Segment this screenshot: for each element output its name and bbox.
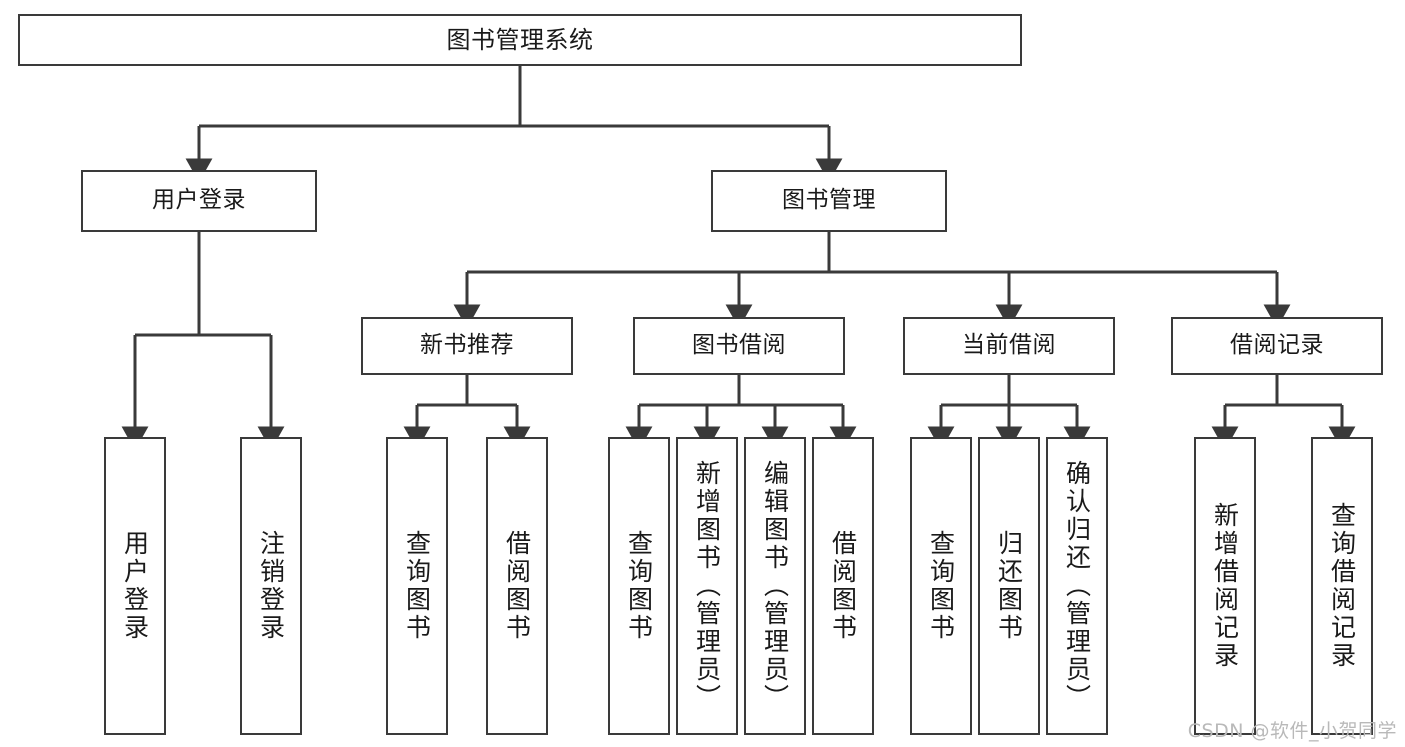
node-leaf-query-book-2-label: 查询图书 xyxy=(624,530,654,642)
node-leaf-logout[interactable]: 注销登录 xyxy=(240,437,302,735)
node-leaf-add-record[interactable]: 新增借阅记录 xyxy=(1194,437,1256,735)
node-leaf-query-book-1[interactable]: 查询图书 xyxy=(386,437,448,735)
node-leaf-query-record-label: 查询借阅记录 xyxy=(1327,502,1357,670)
node-leaf-return-book-label: 归还图书 xyxy=(994,530,1024,642)
node-current-borrow[interactable]: 当前借阅 xyxy=(903,317,1115,375)
node-leaf-query-book-2[interactable]: 查询图书 xyxy=(608,437,670,735)
node-new-book-recommend[interactable]: 新书推荐 xyxy=(361,317,573,375)
node-current-borrow-label: 当前借阅 xyxy=(962,332,1056,359)
node-leaf-user-login-label: 用户登录 xyxy=(120,530,150,642)
node-leaf-query-book-1-label: 查询图书 xyxy=(402,530,432,642)
node-root[interactable]: 图书管理系统 xyxy=(18,14,1022,66)
node-leaf-borrow-book-2-label: 借阅图书 xyxy=(828,530,858,642)
node-book-borrow[interactable]: 图书借阅 xyxy=(633,317,845,375)
node-leaf-borrow-book-1[interactable]: 借阅图书 xyxy=(486,437,548,735)
node-new-book-recommend-label: 新书推荐 xyxy=(420,332,514,359)
node-leaf-add-book[interactable]: 新增图书（管理员） xyxy=(676,437,738,735)
node-leaf-edit-book-label: 编辑图书（管理员） xyxy=(760,460,790,712)
node-borrow-record-label: 借阅记录 xyxy=(1230,332,1324,359)
node-book-borrow-label: 图书借阅 xyxy=(692,332,786,359)
node-leaf-add-book-label: 新增图书（管理员） xyxy=(692,460,722,712)
node-user-login[interactable]: 用户登录 xyxy=(81,170,317,232)
node-leaf-confirm-return[interactable]: 确认归还（管理员） xyxy=(1046,437,1108,735)
node-leaf-edit-book[interactable]: 编辑图书（管理员） xyxy=(744,437,806,735)
node-user-login-label: 用户登录 xyxy=(152,187,246,214)
node-leaf-logout-label: 注销登录 xyxy=(256,530,286,642)
csdn-watermark: CSDN @软件_小贺同学 xyxy=(1187,720,1397,742)
node-leaf-query-record[interactable]: 查询借阅记录 xyxy=(1311,437,1373,735)
node-book-manage[interactable]: 图书管理 xyxy=(711,170,947,232)
node-leaf-borrow-book-2[interactable]: 借阅图书 xyxy=(812,437,874,735)
node-borrow-record[interactable]: 借阅记录 xyxy=(1171,317,1383,375)
node-leaf-query-book-3[interactable]: 查询图书 xyxy=(910,437,972,735)
node-leaf-borrow-book-1-label: 借阅图书 xyxy=(502,530,532,642)
node-leaf-query-book-3-label: 查询图书 xyxy=(926,530,956,642)
node-leaf-add-record-label: 新增借阅记录 xyxy=(1210,502,1240,670)
node-leaf-return-book[interactable]: 归还图书 xyxy=(978,437,1040,735)
node-book-manage-label: 图书管理 xyxy=(782,187,876,214)
node-leaf-user-login[interactable]: 用户登录 xyxy=(104,437,166,735)
node-leaf-confirm-return-label: 确认归还（管理员） xyxy=(1062,460,1092,712)
node-root-label: 图书管理系统 xyxy=(446,25,594,54)
